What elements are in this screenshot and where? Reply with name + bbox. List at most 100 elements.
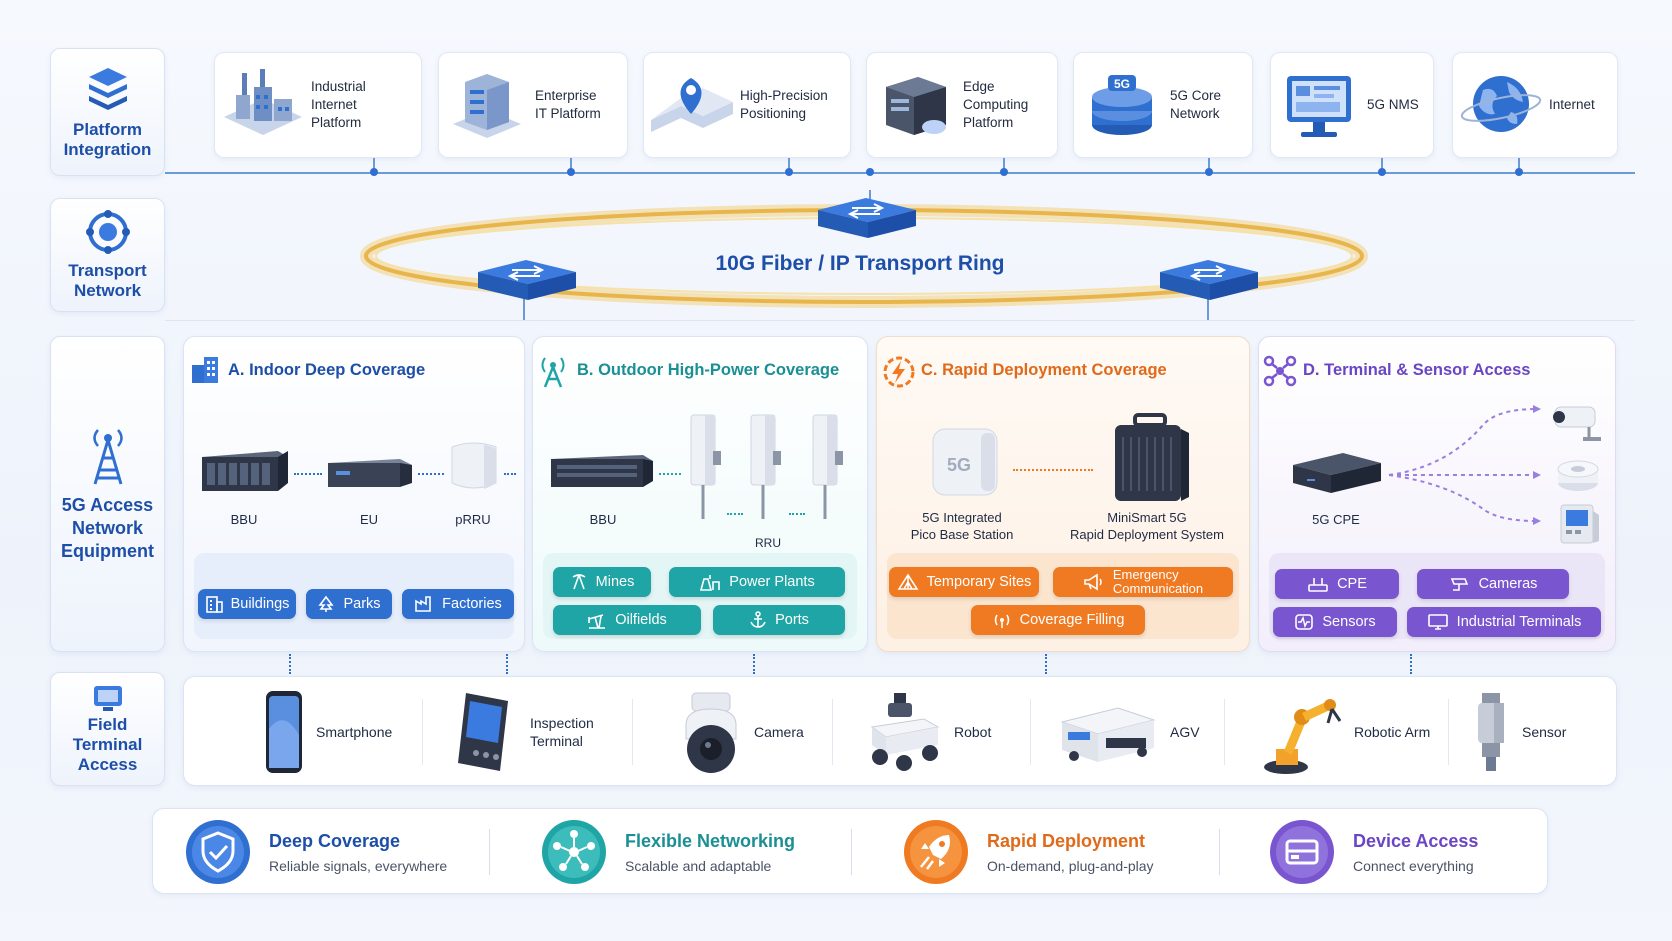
terminal-robotic-arm[interactable]: Robotic Arm <box>1258 677 1430 787</box>
smoke-sensor-icon <box>1557 460 1599 491</box>
equipment-label: MiniSmart 5G Rapid Deployment System <box>1070 510 1224 542</box>
terminal-label: Sensor <box>1522 724 1567 740</box>
chip-buildings[interactable]: Buildings <box>198 589 296 619</box>
chip-cpe[interactable]: CPE <box>1275 569 1399 599</box>
globe-icon <box>1460 76 1542 132</box>
bbu-icon <box>551 455 653 487</box>
cpe-router-icon <box>1293 453 1381 493</box>
feature-bar: Deep Coverage Reliable signals, everywhe… <box>152 808 1548 894</box>
layer-5g-access: 5G Access Network Equipment <box>50 336 165 652</box>
bbu-icon <box>202 451 288 491</box>
chip-oilfields[interactable]: Oilfields <box>553 605 701 635</box>
terminal-sensor[interactable]: Sensor <box>1470 677 1566 787</box>
layer-label: Field Terminal Access <box>72 715 143 774</box>
platform-label: 5G Core Network <box>1170 88 1222 121</box>
feature-subtitle: Reliable signals, everywhere <box>269 857 448 874</box>
camera-icon <box>1450 578 1468 591</box>
platform-label: High-Precision Positioning <box>740 88 828 121</box>
panel-title: C. Rapid Deployment Coverage <box>921 361 1167 379</box>
platform-bus-line <box>165 172 1635 174</box>
pico-badge: 5G <box>947 455 971 475</box>
platform-card-edge-computing[interactable]: Edge Computing Platform <box>866 52 1058 158</box>
pico-base-station-icon: 5G <box>932 428 998 496</box>
connector-line <box>289 654 291 674</box>
equipment-label: EU <box>359 512 379 527</box>
bus-node <box>567 168 575 176</box>
chip-ports[interactable]: Ports <box>713 605 845 635</box>
terminal-robot[interactable]: Robot <box>864 677 991 787</box>
layer-platform-integration: Platform Integration <box>50 48 165 176</box>
chip-emergency-communication[interactable]: Emergency Communication <box>1053 567 1233 597</box>
signal-tower-icon <box>994 614 1009 628</box>
panel-title: A. Indoor Deep Coverage <box>228 361 426 379</box>
chip-factories[interactable]: Factories <box>402 589 514 619</box>
chip-coverage-filling[interactable]: Coverage Filling <box>971 605 1145 635</box>
chip-temporary-sites[interactable]: Temporary Sites <box>889 567 1039 597</box>
terminal-label: Robot <box>954 724 992 740</box>
bus-node <box>1515 168 1523 176</box>
svg-text:5G: 5G <box>1114 77 1130 91</box>
feature-flexible-networking: Flexible Networking Scalable and adaptab… <box>541 819 795 885</box>
feature-subtitle: Scalable and adaptable <box>625 857 772 874</box>
dome-camera-icon <box>685 692 737 773</box>
chip-power-plants[interactable]: Power Plants <box>669 567 845 597</box>
feature-rapid-deployment: Rapid Deployment On-demand, plug-and-pla… <box>903 819 1154 885</box>
terminal-label: Smartphone <box>316 724 393 740</box>
security-camera-icon <box>1553 406 1601 441</box>
equipment-label: BBU <box>230 512 258 527</box>
cpe-fanout-lines <box>1388 405 1541 525</box>
platform-card-enterprise-it[interactable]: Enterprise IT Platform <box>438 52 628 158</box>
monitor-icon <box>1427 614 1448 630</box>
platform-card-5g-core[interactable]: 5G 5G Core Network <box>1073 52 1253 158</box>
tree-icon <box>318 595 335 612</box>
chip-parks[interactable]: Parks <box>306 589 392 619</box>
panel-outdoor-high-power-coverage: B. Outdoor High-Power Coverage BBU RRU M… <box>532 336 868 652</box>
equipment-label: pRRU <box>455 512 491 527</box>
terminal-inspection[interactable]: Inspection Terminal <box>450 677 594 787</box>
bus-node <box>1205 168 1213 176</box>
factory-icon <box>415 596 431 612</box>
chip-sensors[interactable]: Sensors <box>1273 607 1397 637</box>
rru-antenna-icon <box>690 414 721 519</box>
layer-label: Platform Integration <box>63 120 152 159</box>
terminal-smartphone[interactable]: Smartphone <box>262 677 392 787</box>
platform-label: Industrial Internet Platform <box>311 79 366 130</box>
database-5g-icon: 5G <box>1092 75 1152 135</box>
layer-field-terminal: Field Terminal Access <box>50 672 165 786</box>
bus-node <box>866 168 874 176</box>
agv-icon <box>1060 707 1156 762</box>
bus-node <box>370 168 378 176</box>
robotic-arm-icon <box>1264 699 1342 774</box>
platform-card-positioning[interactable]: High-Precision Positioning <box>643 52 851 158</box>
field-terminal-row: Smartphone Inspection Terminal Camera <box>183 676 1617 786</box>
platform-card-industrial-internet[interactable]: Industrial Internet Platform <box>214 52 422 158</box>
lightning-gear-icon <box>883 356 915 388</box>
platform-card-5g-nms[interactable]: 5G NMS <box>1270 52 1434 158</box>
feature-device-access: Device Access Connect everything <box>1269 819 1478 885</box>
tent-icon <box>897 573 919 590</box>
map-pin-icon <box>651 78 733 132</box>
panel-rapid-deployment-coverage: C. Rapid Deployment Coverage 5G 5G Integ… <box>876 336 1250 652</box>
terminal-agv[interactable]: AGV <box>1056 677 1200 787</box>
panel-indoor-deep-coverage: A. Indoor Deep Coverage BBU EU pRRU Buil… <box>183 336 525 652</box>
router-icon <box>1308 578 1328 592</box>
server-stack-icon <box>453 74 521 138</box>
feature-subtitle: On-demand, plug-and-play <box>987 857 1154 874</box>
platform-card-internet[interactable]: Internet <box>1452 52 1618 158</box>
antenna-icon <box>541 357 565 388</box>
rugged-tablet-icon <box>458 693 508 771</box>
panel-title: D. Terminal & Sensor Access <box>1303 361 1531 379</box>
network-hub-icon <box>542 820 606 884</box>
switch-left-icon <box>478 260 576 300</box>
bus-node <box>1000 168 1008 176</box>
rapid-deployment-system-icon <box>1115 413 1189 501</box>
chip-cameras[interactable]: Cameras <box>1417 569 1569 599</box>
terminal-camera[interactable]: Camera <box>678 677 804 787</box>
shield-check-icon <box>186 820 250 884</box>
chip-mines[interactable]: Mines <box>553 567 651 597</box>
smartphone-icon <box>266 691 302 773</box>
feature-deep-coverage: Deep Coverage Reliable signals, everywhe… <box>185 819 447 885</box>
feature-title: Rapid Deployment <box>987 830 1146 851</box>
rru-antenna-icon <box>812 414 843 519</box>
chip-industrial-terminals[interactable]: Industrial Terminals <box>1407 607 1601 637</box>
